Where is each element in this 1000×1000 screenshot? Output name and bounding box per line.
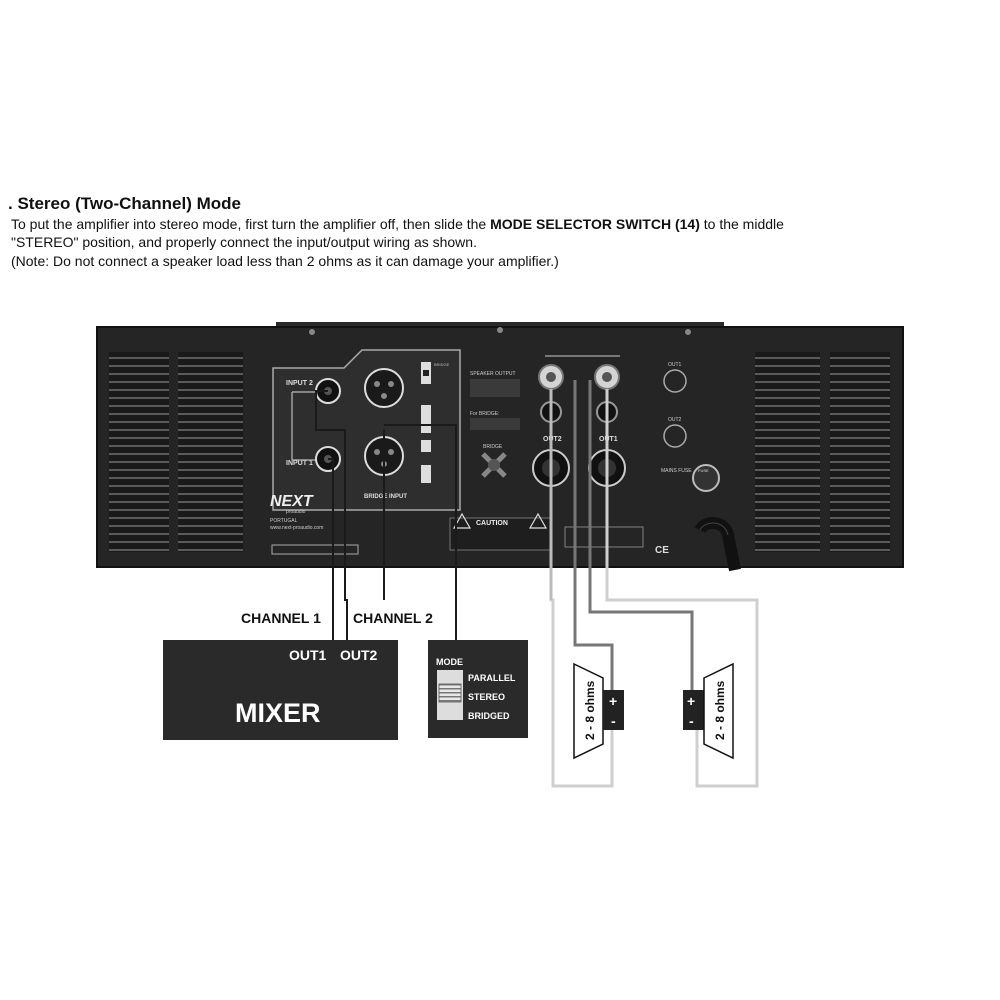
- warning-icon: [528, 512, 548, 529]
- speaker-1-minus: -: [611, 713, 616, 729]
- brand-logo: NEXT: [270, 493, 314, 510]
- out1-pin-diagram: [663, 369, 687, 393]
- mixer-out2-label: OUT2: [340, 647, 378, 663]
- speaker-output-label: SPEAKER OUTPUT: [470, 371, 516, 377]
- fuse-label: FUSE: [698, 468, 709, 473]
- speaker-1: + - 2 - 8 ohms: [573, 662, 624, 760]
- speaker-terminal: [683, 690, 704, 730]
- warning-icon: [452, 512, 472, 529]
- fuse-holder[interactable]: [692, 464, 720, 492]
- caution-label: CAUTION: [476, 520, 508, 527]
- speaker-2-plus: +: [687, 693, 695, 709]
- vent-grille: [109, 352, 169, 552]
- mixer-label: MIXER: [235, 698, 321, 728]
- instruction-line-1-end: to the middle: [699, 216, 784, 232]
- speaker-cables: [549, 380, 759, 788]
- mixer-out1-label: OUT1: [289, 647, 327, 663]
- bridge-icon-label: BRIDGE: [483, 444, 503, 450]
- country-label: PORTUGAL: [270, 518, 298, 524]
- screw-icon: [309, 329, 315, 335]
- rating-label: [564, 526, 644, 548]
- serial-box: [271, 544, 359, 555]
- instruction-line-1-start: To put the amplifier into stereo mode, f…: [11, 216, 491, 232]
- mode-switch-reference: MODE SELECTOR SWITCH (14): [490, 216, 700, 232]
- input-cables: [315, 390, 457, 640]
- for-bridge-label: For BRIDGE:: [470, 411, 499, 417]
- channel-1-label: CHANNEL 1: [241, 610, 321, 626]
- mode-slider-thumb[interactable]: [438, 683, 462, 703]
- speaker-2-minus: -: [689, 713, 694, 729]
- screw-icon: [685, 329, 691, 335]
- input-1-label: INPUT 1: [286, 460, 313, 467]
- speaker-2-impedance: 2 - 8 ohms: [713, 680, 727, 740]
- ground-switch: [421, 465, 431, 483]
- input-2-xlr[interactable]: [364, 368, 404, 408]
- mode-selector: MODE PARALLEL STEREO BRIDGED: [428, 640, 528, 738]
- vent-grille: [830, 352, 890, 552]
- vent-grille: [755, 352, 820, 552]
- speaker-icon: [573, 662, 604, 760]
- out2-connector-label: OUT2: [668, 417, 682, 423]
- mode-option-stereo: STEREO: [468, 692, 505, 702]
- input-section: [272, 349, 461, 511]
- bridge-input-label: BRIDGE INPUT: [364, 494, 407, 500]
- mains-fuse-label: MAINS FUSE: [661, 468, 692, 474]
- mode-title: MODE: [436, 657, 463, 667]
- instruction-line-2: "STEREO" position, and properly connect …: [11, 234, 477, 250]
- speaker-2: + - 2 - 8 ohms: [683, 662, 734, 760]
- input-2-label: INPUT 2: [286, 380, 313, 387]
- limiter-switch: [421, 440, 431, 452]
- amplifier-rear-panel: INPUT 2 INPUT 1 BRIDGE INPUT BRIDGE NEXT…: [96, 322, 904, 572]
- speaker-terminal: [603, 690, 624, 730]
- mode-option-bridged: BRIDGED: [468, 711, 510, 721]
- sensitivity-switch: [421, 405, 431, 433]
- bridge-top-label: BRIDGE: [434, 362, 450, 367]
- channel-2-label: CHANNEL 2: [353, 610, 433, 626]
- vent-grille: [178, 352, 243, 552]
- screw-icon: [497, 327, 503, 333]
- instruction-note: (Note: Do not connect a speaker load les…: [11, 253, 559, 269]
- section-heading: . Stereo (Two-Channel) Mode: [8, 194, 241, 213]
- website-label: www.next-proaudio.com: [270, 525, 323, 531]
- speaker-1-plus: +: [609, 693, 617, 709]
- brand-sub: proaudio: [286, 509, 306, 515]
- speaker-1-impedance: 2 - 8 ohms: [583, 680, 597, 740]
- out2-pin-diagram: [663, 424, 687, 448]
- speaker-icon: [703, 662, 734, 760]
- ce-mark: CE: [655, 545, 669, 556]
- mixer: OUT1 OUT2 MIXER: [163, 640, 398, 740]
- out1-connector-label: OUT1: [668, 362, 682, 368]
- instruction-line-1: To put the amplifier into stereo mode, f…: [11, 216, 784, 232]
- mode-option-parallel: PARALLEL: [468, 673, 516, 683]
